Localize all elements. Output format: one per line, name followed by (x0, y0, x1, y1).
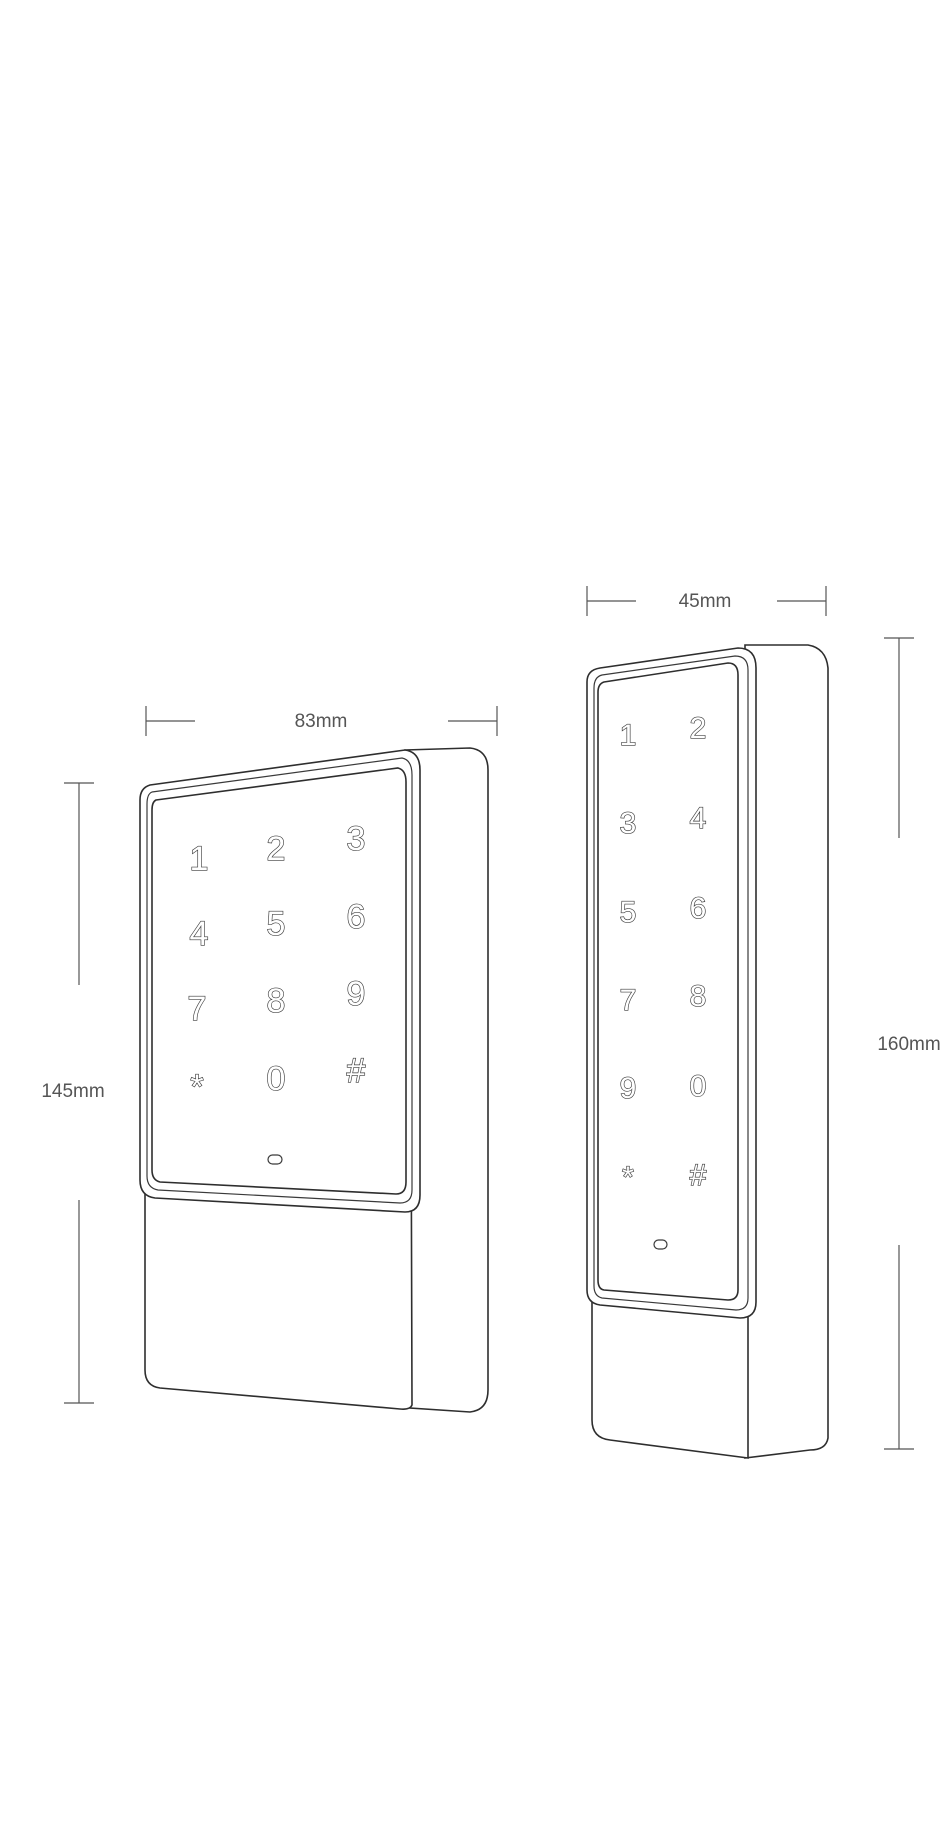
slim-key-0[interactable]: 0 (690, 1070, 707, 1103)
slim-keypad-device: 1 2 3 4 5 6 7 8 9 0 * # (587, 645, 828, 1458)
slim-height-label: 160mm (877, 1034, 940, 1055)
slim-key-hash[interactable]: # (690, 1159, 707, 1192)
large-height-label: 145mm (41, 1081, 104, 1102)
large-width-label: 83mm (295, 711, 348, 732)
slim-key-5[interactable]: 5 (620, 896, 637, 929)
large-key-4[interactable]: 4 (190, 915, 209, 953)
slim-width-label: 45mm (679, 591, 732, 612)
slim-width-dimension: 45mm (587, 586, 826, 616)
slim-key-1[interactable]: 1 (620, 719, 637, 752)
slim-key-6[interactable]: 6 (690, 892, 707, 925)
large-key-2[interactable]: 2 (267, 830, 286, 868)
large-key-8[interactable]: 8 (267, 982, 286, 1020)
slim-touch-panel (598, 663, 738, 1300)
large-key-1[interactable]: 1 (190, 840, 209, 878)
large-key-9[interactable]: 9 (347, 975, 366, 1013)
slim-key-star[interactable]: * (622, 1161, 634, 1194)
slim-key-3[interactable]: 3 (620, 807, 637, 840)
slim-key-9[interactable]: 9 (620, 1072, 637, 1105)
slim-device-housing (592, 1300, 748, 1458)
large-key-star[interactable]: * (190, 1068, 203, 1106)
large-key-hash[interactable]: # (347, 1052, 366, 1090)
slim-key-2[interactable]: 2 (690, 712, 707, 745)
slim-height-dimension: 160mm (877, 638, 940, 1449)
slim-key-7[interactable]: 7 (620, 984, 637, 1017)
large-keypad-device: 1 2 3 4 5 6 7 8 9 * 0 # (140, 748, 488, 1412)
large-key-0[interactable]: 0 (267, 1060, 286, 1098)
large-height-dimension: 145mm (41, 783, 104, 1403)
large-key-3[interactable]: 3 (347, 820, 366, 858)
large-key-6[interactable]: 6 (347, 898, 366, 936)
slim-device-side (745, 645, 828, 1458)
large-width-dimension: 83mm (146, 706, 497, 736)
large-key-5[interactable]: 5 (267, 905, 286, 943)
large-key-7[interactable]: 7 (188, 990, 207, 1028)
slim-key-4[interactable]: 4 (690, 802, 707, 835)
slim-key-8[interactable]: 8 (690, 980, 707, 1013)
